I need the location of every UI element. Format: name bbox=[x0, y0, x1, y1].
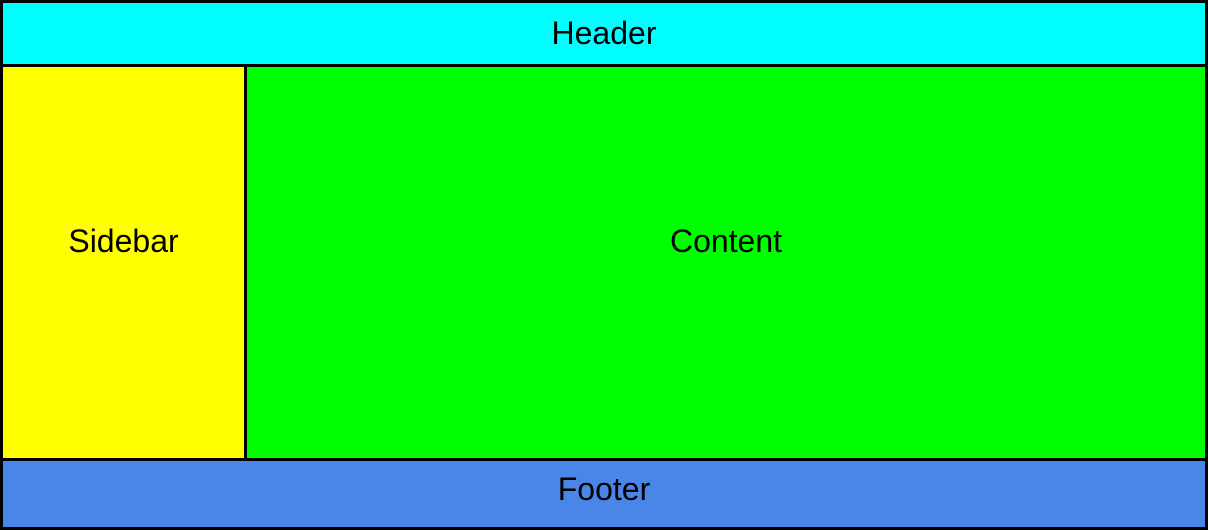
content-region: Content bbox=[247, 67, 1205, 458]
middle-row: Sidebar Content bbox=[3, 67, 1205, 458]
header-label: Header bbox=[551, 15, 657, 51]
content-label: Content bbox=[669, 223, 783, 259]
sidebar-region: Sidebar bbox=[3, 67, 247, 458]
header-region: Header bbox=[3, 3, 1205, 67]
sidebar-label: Sidebar bbox=[68, 223, 179, 259]
footer-label: Footer bbox=[557, 470, 651, 507]
footer-region: Footer bbox=[3, 458, 1205, 527]
